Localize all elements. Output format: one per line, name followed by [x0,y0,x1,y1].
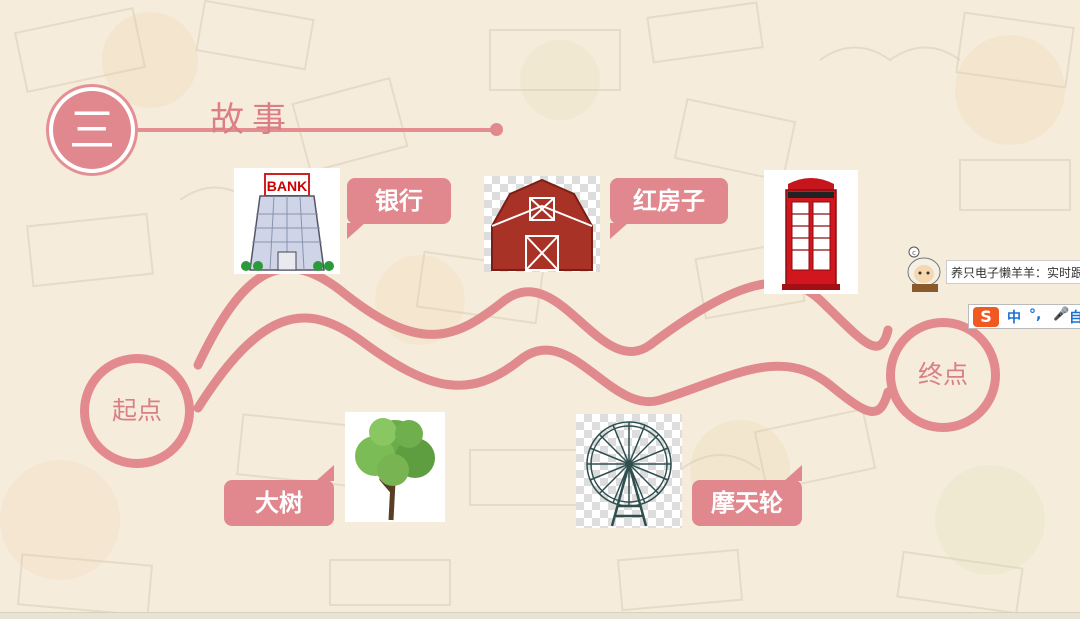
ime-extra-button[interactable]: 自 [1069,307,1080,327]
ime-notification[interactable]: 养只电子懒羊羊：实时跟 [946,260,1080,284]
red-barn-icon [484,176,600,272]
ime-toolbar[interactable]: S 中 °, 🎤 自 [968,304,1080,329]
section-number: 三 [53,91,131,169]
ime-language-toggle[interactable]: 中 [1007,307,1021,327]
ime-punctuation-toggle[interactable]: °, [1029,307,1041,323]
stop-label-tree: 大树 [224,480,334,526]
ferris-wheel-icon [576,414,682,528]
tree-icon [345,412,445,522]
stop-label-bank: 银行 [347,178,451,224]
red-phone-booth-icon [764,170,858,294]
sogou-logo-icon[interactable]: S [973,307,999,327]
bank-building-icon: BANK [234,168,340,274]
svg-text:c: c [912,249,916,257]
stop-label-ferris-wheel: 摩天轮 [692,480,802,526]
bank-sign-text: BANK [267,178,307,194]
section-title-line [138,128,496,132]
stop-label-red-house: 红房子 [610,178,728,224]
lazy-sheep-mascot-icon[interactable]: c [902,246,948,294]
section-title: 故事 [210,92,294,141]
section-title-dot [490,123,503,136]
microphone-icon[interactable]: 🎤 [1053,307,1069,322]
section-number-badge: 三 [46,84,138,176]
route-end-marker: 终点 [886,318,1000,432]
route-start-marker: 起点 [80,354,194,468]
